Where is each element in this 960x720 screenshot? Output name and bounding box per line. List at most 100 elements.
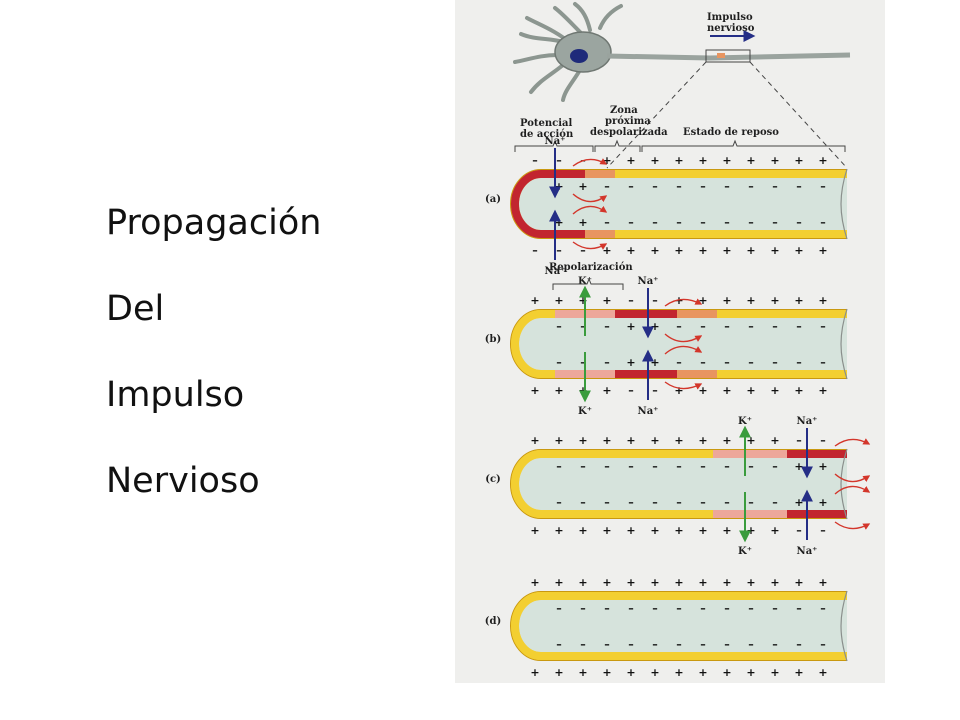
current-arrow [664, 333, 703, 343]
charge-outside-bottom: – [556, 244, 562, 257]
charge-outside-bottom: + [530, 524, 539, 537]
charge-outside-top: + [794, 576, 803, 589]
charge-outside-bottom: – [580, 244, 586, 257]
charge-outside-top: + [770, 294, 779, 307]
charge-inside-bottom: – [724, 638, 730, 651]
charge-inside-bottom: – [628, 496, 634, 509]
charge-inside-top: – [724, 460, 730, 473]
charge-inside-top: – [604, 180, 610, 193]
charge-inside-bottom: – [700, 356, 706, 369]
charge-outside-top: + [794, 294, 803, 307]
charge-outside-top: – [820, 434, 826, 447]
charge-inside-top: – [676, 460, 682, 473]
charge-outside-bottom: + [722, 244, 731, 257]
charge-inside-top: – [604, 460, 610, 473]
charge-outside-top: – [628, 294, 634, 307]
charge-outside-bottom: + [818, 244, 827, 257]
charge-outside-bottom: + [530, 666, 539, 679]
charge-outside-top: + [818, 154, 827, 167]
charge-inside-bottom: – [556, 356, 562, 369]
charge-outside-top: – [532, 154, 538, 167]
charge-inside-top: – [628, 460, 634, 473]
charge-inside-bottom: – [772, 216, 778, 229]
charge-inside-top: – [820, 320, 826, 333]
axon-open-end [840, 448, 848, 520]
charge-inside-bottom: – [796, 638, 802, 651]
charge-outside-bottom: + [794, 244, 803, 257]
charge-outside-bottom: + [626, 524, 635, 537]
current-arrow [572, 241, 608, 250]
charge-outside-bottom: – [652, 384, 658, 397]
charge-inside-top: – [604, 602, 610, 615]
charge-outside-top: + [674, 434, 683, 447]
current-arrow [834, 485, 871, 495]
membrane-segment-bottom [615, 370, 677, 378]
charge-outside-bottom: + [602, 524, 611, 537]
charge-inside-top: – [556, 460, 562, 473]
current-arrow [664, 381, 703, 390]
sodium-label-bottom: Na⁺ [797, 546, 818, 557]
charge-outside-bottom: + [818, 666, 827, 679]
charge-inside-bottom: – [748, 216, 754, 229]
axon-cap [511, 310, 542, 378]
charge-inside-bottom: – [676, 216, 682, 229]
charge-inside-top: – [580, 460, 586, 473]
label-depolarized-2: próxima [605, 116, 651, 127]
charge-outside-top: + [626, 154, 635, 167]
charge-outside-bottom: + [770, 384, 779, 397]
charge-outside-bottom: + [770, 244, 779, 257]
charge-inside-top: – [772, 320, 778, 333]
charge-inside-bottom: – [676, 356, 682, 369]
charge-inside-top: – [748, 180, 754, 193]
charge-outside-top: – [652, 294, 658, 307]
charge-outside-top: + [770, 576, 779, 589]
sodium-label-bottom: Na⁺ [545, 266, 566, 277]
charge-outside-bottom: + [626, 244, 635, 257]
label-depolarized-1: Zona [610, 105, 638, 116]
charge-inside-top: – [676, 602, 682, 615]
charge-inside-bottom: – [652, 496, 658, 509]
charge-inside-top: – [700, 180, 706, 193]
charge-inside-bottom: – [820, 638, 826, 651]
charge-outside-top: + [722, 294, 731, 307]
charge-inside-top: + [794, 460, 803, 473]
charge-outside-bottom: + [722, 524, 731, 537]
membrane-segment-bottom [677, 370, 717, 378]
charge-outside-top: + [722, 434, 731, 447]
charge-inside-top: – [724, 320, 730, 333]
charge-inside-top: + [650, 320, 659, 333]
charge-outside-top: + [746, 294, 755, 307]
charge-outside-bottom: + [770, 666, 779, 679]
charge-inside-bottom: – [580, 496, 586, 509]
magnified-segment-box [705, 49, 751, 63]
charge-outside-top: – [796, 434, 802, 447]
charge-inside-top: – [676, 180, 682, 193]
panel-letter: (c) [485, 474, 501, 485]
charge-outside-top: + [770, 434, 779, 447]
charge-inside-bottom: + [578, 216, 587, 229]
charge-inside-top: – [604, 320, 610, 333]
charge-outside-bottom: + [698, 666, 707, 679]
charge-inside-top: – [748, 460, 754, 473]
charge-inside-bottom: – [556, 638, 562, 651]
charge-outside-top: + [698, 576, 707, 589]
charge-outside-top: + [698, 154, 707, 167]
charge-inside-bottom: – [772, 356, 778, 369]
current-arrow [664, 298, 703, 307]
charge-outside-top: + [818, 294, 827, 307]
charge-inside-bottom: – [700, 216, 706, 229]
charge-inside-top: – [748, 602, 754, 615]
charge-outside-bottom: + [674, 244, 683, 257]
charge-outside-top: + [650, 154, 659, 167]
charge-inside-top: – [580, 602, 586, 615]
charge-inside-bottom: – [652, 638, 658, 651]
charge-outside-bottom: + [650, 244, 659, 257]
impulse-label-line1: Impulso [707, 12, 753, 23]
current-arrow [572, 205, 608, 215]
charge-inside-bottom: – [604, 216, 610, 229]
current-arrow [664, 345, 703, 355]
charge-outside-bottom: + [674, 524, 683, 537]
label-depolarized-3: despolarizada [590, 127, 668, 138]
charge-outside-bottom: + [602, 244, 611, 257]
charge-inside-top: – [556, 320, 562, 333]
